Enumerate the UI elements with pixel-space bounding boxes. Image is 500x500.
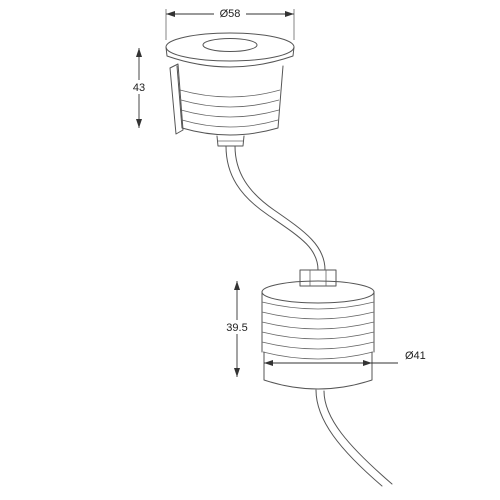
thread-4 <box>261 331 375 340</box>
dimension-housing-height: 39.5 <box>222 281 254 377</box>
lamp-lens <box>202 38 258 52</box>
thread-3 <box>261 321 375 330</box>
housing-nut-face <box>309 270 327 286</box>
exit-cable-edge <box>323 390 393 485</box>
housing-band <box>262 351 374 360</box>
housing-nut <box>299 269 337 287</box>
lamp-flange-rim <box>165 46 295 68</box>
label-lamp-height: 43 <box>133 82 145 94</box>
label-housing-diameter: Ø41 <box>405 350 426 362</box>
lamp-fixture <box>165 32 295 147</box>
lamp-groove-4 <box>181 119 279 128</box>
dimension-housing-diameter: Ø41 <box>264 350 426 366</box>
lamp-flange-top <box>165 32 295 62</box>
exit-cable <box>315 389 383 487</box>
connector-housing <box>261 269 375 390</box>
thread-5 <box>261 341 375 350</box>
housing-top <box>261 280 375 304</box>
lamp-groove-2 <box>180 99 280 108</box>
connecting-cable <box>225 145 319 271</box>
housing-lower-body <box>263 351 373 390</box>
label-housing-height: 39.5 <box>226 322 247 334</box>
housing-thread-body <box>261 291 375 353</box>
lamp-groove-1 <box>179 89 281 98</box>
lamp-cable-gland <box>216 135 245 147</box>
lamp-body <box>176 65 284 136</box>
lamp-side-clip <box>169 63 184 135</box>
lamp-groove-3 <box>180 109 280 118</box>
label-lamp-diameter: Ø58 <box>220 8 241 20</box>
dimension-lamp-height: 43 <box>125 48 153 128</box>
connecting-cable-edge <box>234 145 326 271</box>
thread-2 <box>261 311 375 320</box>
thread-1 <box>261 301 375 310</box>
dimension-lamp-diameter: Ø58 <box>165 6 295 40</box>
